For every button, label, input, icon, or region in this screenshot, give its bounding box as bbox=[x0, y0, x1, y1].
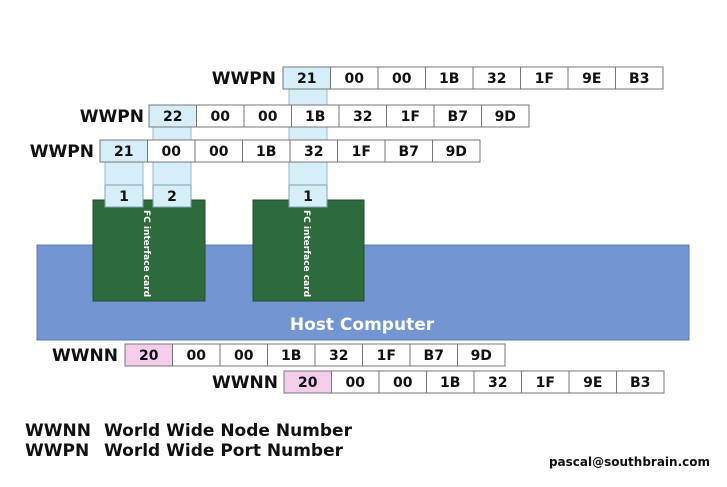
byte-value: 9E bbox=[582, 71, 601, 87]
byte-value: 1B bbox=[305, 109, 325, 125]
port-box bbox=[288, 184, 328, 208]
wwnn-row-label: WWNN bbox=[212, 373, 278, 393]
port-number: 1 bbox=[303, 189, 313, 205]
connector-card1-port1 bbox=[104, 161, 144, 186]
port-number: 2 bbox=[167, 189, 177, 205]
byte-value: 32 bbox=[329, 348, 348, 364]
connector-card2-port1 bbox=[288, 88, 328, 186]
byte-value: 9D bbox=[495, 109, 516, 125]
fc-card-1-label: FC interface card bbox=[141, 210, 151, 297]
byte-value: 00 bbox=[258, 109, 278, 125]
byte-value: 00 bbox=[209, 144, 229, 160]
byte-cell bbox=[615, 66, 664, 90]
port-box bbox=[152, 184, 192, 208]
byte-value: 1B bbox=[256, 144, 276, 160]
byte-value: 9E bbox=[583, 375, 602, 391]
port-box bbox=[104, 184, 144, 208]
byte-value: B7 bbox=[448, 109, 468, 125]
byte-value: 9D bbox=[471, 348, 492, 364]
fc-card-1 bbox=[92, 199, 206, 302]
byte-cell bbox=[481, 104, 530, 128]
byte-value: 00 bbox=[187, 348, 207, 364]
byte-cell bbox=[432, 139, 481, 163]
byte-cell bbox=[457, 343, 506, 367]
byte-value: 00 bbox=[393, 375, 413, 391]
byte-value: 1F bbox=[352, 144, 371, 160]
byte-value: 22 bbox=[163, 109, 182, 125]
byte-value: 00 bbox=[211, 109, 231, 125]
author-email: pascal@southbrain.com bbox=[549, 455, 710, 469]
byte-value: 21 bbox=[114, 144, 133, 160]
byte-value: 1F bbox=[377, 348, 396, 364]
byte-value: B7 bbox=[424, 348, 444, 364]
byte-value: 1B bbox=[440, 375, 460, 391]
byte-value: 9D bbox=[446, 144, 467, 160]
wwpn-row-label: WWPN bbox=[212, 69, 276, 89]
byte-value: 00 bbox=[234, 348, 254, 364]
byte-cell bbox=[616, 370, 665, 394]
byte-value: 00 bbox=[345, 71, 365, 87]
byte-value: 00 bbox=[346, 375, 366, 391]
wwnn-row-label: WWNN bbox=[52, 346, 118, 366]
byte-value: 20 bbox=[298, 375, 318, 391]
byte-value: 00 bbox=[162, 144, 182, 160]
byte-value: 21 bbox=[297, 71, 316, 87]
byte-value: B3 bbox=[630, 375, 650, 391]
byte-value: 32 bbox=[488, 375, 507, 391]
port-number: 1 bbox=[119, 189, 129, 205]
byte-value: 1B bbox=[439, 71, 459, 87]
legend-wwpn-text: World Wide Port Number bbox=[104, 441, 344, 461]
byte-value: 32 bbox=[304, 144, 323, 160]
legend-wwpn-abbr: WWPN bbox=[25, 441, 89, 461]
byte-value: 1B bbox=[281, 348, 301, 364]
host-computer-label: Host Computer bbox=[290, 315, 435, 335]
byte-value: B3 bbox=[629, 71, 649, 87]
byte-value: B7 bbox=[399, 144, 419, 160]
byte-value: 1F bbox=[535, 71, 554, 87]
fc-card-2-label: FC interface card bbox=[301, 210, 311, 297]
wwpn-row-label: WWPN bbox=[30, 142, 94, 162]
byte-value: 32 bbox=[487, 71, 506, 87]
byte-value: 1F bbox=[536, 375, 555, 391]
legend-wwnn-abbr: WWNN bbox=[25, 421, 91, 441]
byte-value: 1F bbox=[401, 109, 420, 125]
byte-value: 20 bbox=[139, 348, 159, 364]
wwpn-row-label: WWPN bbox=[80, 107, 144, 127]
byte-value: 32 bbox=[353, 109, 372, 125]
byte-value: 00 bbox=[392, 71, 412, 87]
legend-wwnn-text: World Wide Node Number bbox=[104, 421, 353, 441]
